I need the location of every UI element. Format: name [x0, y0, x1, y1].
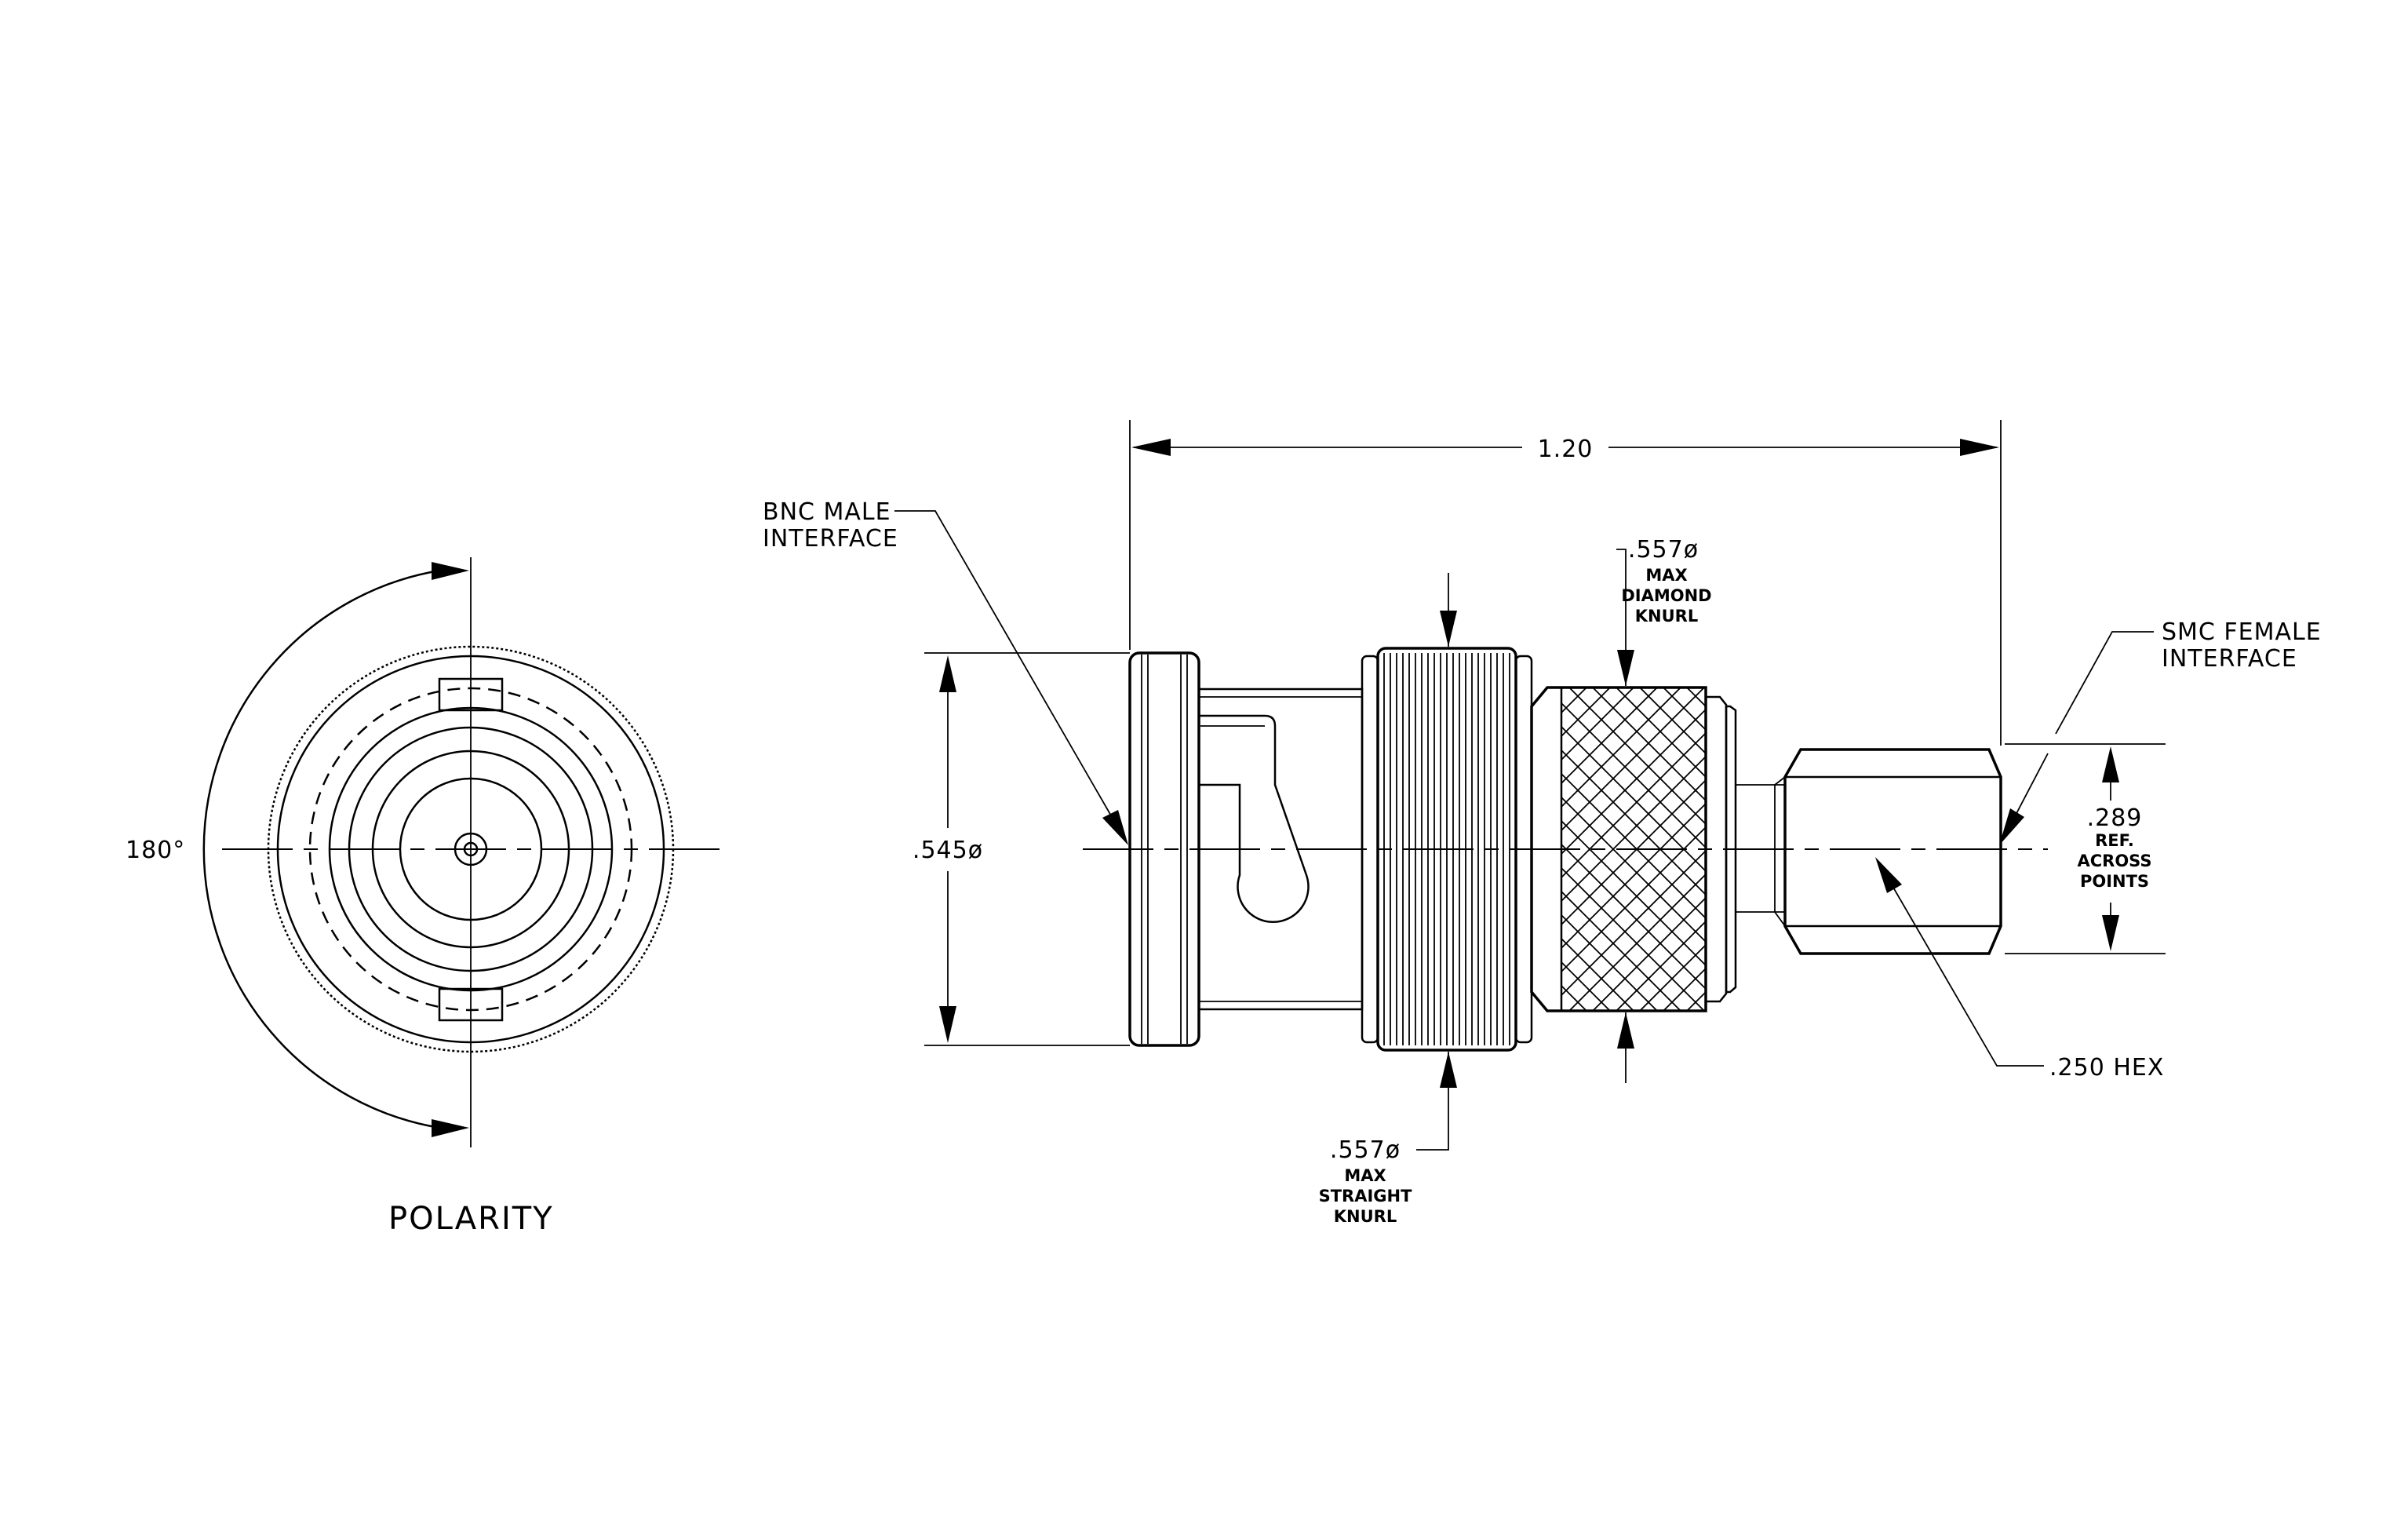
bnc-label-line1: BNC MALE [763, 498, 891, 526]
diamond-knurl-line [1568, 873, 1706, 1011]
bnc-label-line2: INTERFACE [763, 525, 898, 553]
top-bayonet-lug [438, 677, 504, 712]
diamond-knurl-line [1561, 708, 1706, 855]
diamond-knurl-line [2040, 688, 2363, 1011]
hex-across-points-value: .289 [2087, 804, 2143, 832]
diamond-knurl-line [1561, 688, 1658, 785]
diamond-knurl-line [1561, 802, 1706, 950]
arc-arrow-top [432, 562, 469, 580]
center-pin-outer [454, 832, 488, 866]
diamond-knurl-line [1561, 914, 1658, 1011]
diamond-knurl-line [1561, 755, 1706, 903]
diamond-knurl-line [1561, 688, 1681, 808]
diamond-knurl-line [1639, 688, 1706, 755]
bottom-bayonet-lug [438, 987, 504, 1022]
side-view: 1.20 .545ø BNC MALE INTERFACE .557ø MAX … [763, 420, 2408, 1226]
hex-across-points-dimension: .289 REF. ACROSS POINTS [2005, 743, 2166, 954]
diamond-knurl-note3: KNURL [1635, 607, 1698, 626]
smc-label-line1: SMC FEMALE [2162, 618, 2322, 646]
bnc-diameter-dimension: .545ø [913, 652, 1130, 1046]
diamond-knurl-line [1616, 920, 1706, 1011]
diamond-knurl-line [1561, 731, 1706, 879]
ring-1 [328, 706, 614, 992]
diamond-knurl-line [1561, 702, 1706, 849]
straight-knurl-note3: KNURL [1334, 1207, 1397, 1226]
diamond-knurl-note1: MAX [1645, 566, 1687, 585]
angle-label: 180° [126, 837, 185, 864]
diamond-knurl-nut [1530, 686, 2408, 1012]
diamond-knurl-line [1993, 688, 2316, 1011]
diamond-knurl-line [1561, 826, 1706, 973]
overall-length-dimension: 1.20 [1129, 420, 2002, 746]
diamond-knurl-note2: DIAMOND [1621, 586, 1711, 605]
center-pin-inner [463, 841, 479, 857]
bnc-front-ring [1128, 651, 1200, 1047]
diamond-knurl-line [2087, 688, 2408, 1011]
diamond-knurl-line [2040, 688, 2363, 1011]
bnc-interface-callout: BNC MALE INTERFACE [763, 498, 1128, 845]
polarity-view: 180° POLARITY [118, 557, 726, 1237]
smc-hex-body [1774, 748, 2002, 955]
diamond-knurl-line [1561, 688, 1634, 761]
diamond-knurl-line [2016, 688, 2340, 1011]
straight-knurl-callout: .557ø MAX STRAIGHT KNURL [1319, 573, 1457, 1226]
diamond-knurl-line [1561, 849, 1706, 997]
hex-across-points-note2: ACROSS [2078, 852, 2152, 870]
smc-label-line2: INTERFACE [2162, 645, 2297, 673]
straight-knurl-note2: STRAIGHT [1319, 1187, 1412, 1205]
ring-3 [371, 750, 570, 949]
hex-across-points-note1: REF. [2095, 831, 2134, 850]
rotation-arc [202, 569, 440, 1129]
collar [1704, 695, 1785, 1003]
overall-length-label: 1.20 [1538, 436, 1594, 463]
outer-knurl-ring [267, 645, 675, 1053]
dashed-bayonet-circle [308, 687, 633, 1012]
bayonet-slot [1197, 714, 1310, 923]
diamond-knurl-line [1561, 937, 1634, 1011]
diamond-knurl-line [1616, 688, 1706, 779]
polarity-title: POLARITY [388, 1201, 554, 1237]
diamond-knurl-line [1592, 896, 1706, 1011]
bnc-diameter-label: .545ø [913, 837, 983, 864]
diamond-knurl-line [1639, 943, 1706, 1011]
ring-4 [399, 777, 543, 921]
outer-ring [276, 655, 665, 1044]
smc-interface-callout: SMC FEMALE INTERFACE [1999, 618, 2322, 845]
diamond-knurl-line [1993, 688, 2316, 1011]
hex-size-label: .250 HEX [2049, 1054, 2164, 1081]
diamond-knurl-line [1561, 688, 1705, 832]
ring-2 [348, 726, 594, 972]
diamond-knurl-line [1561, 890, 1681, 1011]
straight-knurl-nut [1361, 647, 1533, 1052]
diamond-knurl-line [1568, 688, 1706, 826]
hex-across-points-note3: POINTS [2080, 872, 2149, 891]
hex-size-callout: .250 HEX [1875, 857, 2164, 1081]
diamond-knurl-callout: .557ø MAX DIAMOND KNURL [1616, 536, 1712, 1083]
diamond-knurl-line [1561, 779, 1706, 926]
diamond-knurl-line [2016, 688, 2340, 1011]
arc-arrow-bottom [432, 1119, 469, 1137]
straight-knurl-note1: MAX [1344, 1166, 1386, 1185]
diamond-knurl-value: .557ø [1628, 536, 1699, 564]
diamond-knurl-line [1561, 866, 1705, 1011]
diamond-knurl-line [1592, 688, 1706, 802]
straight-knurl-value: .557ø [1330, 1136, 1401, 1164]
angle-label-bg [118, 832, 192, 865]
diamond-knurl-line [2087, 688, 2408, 1011]
